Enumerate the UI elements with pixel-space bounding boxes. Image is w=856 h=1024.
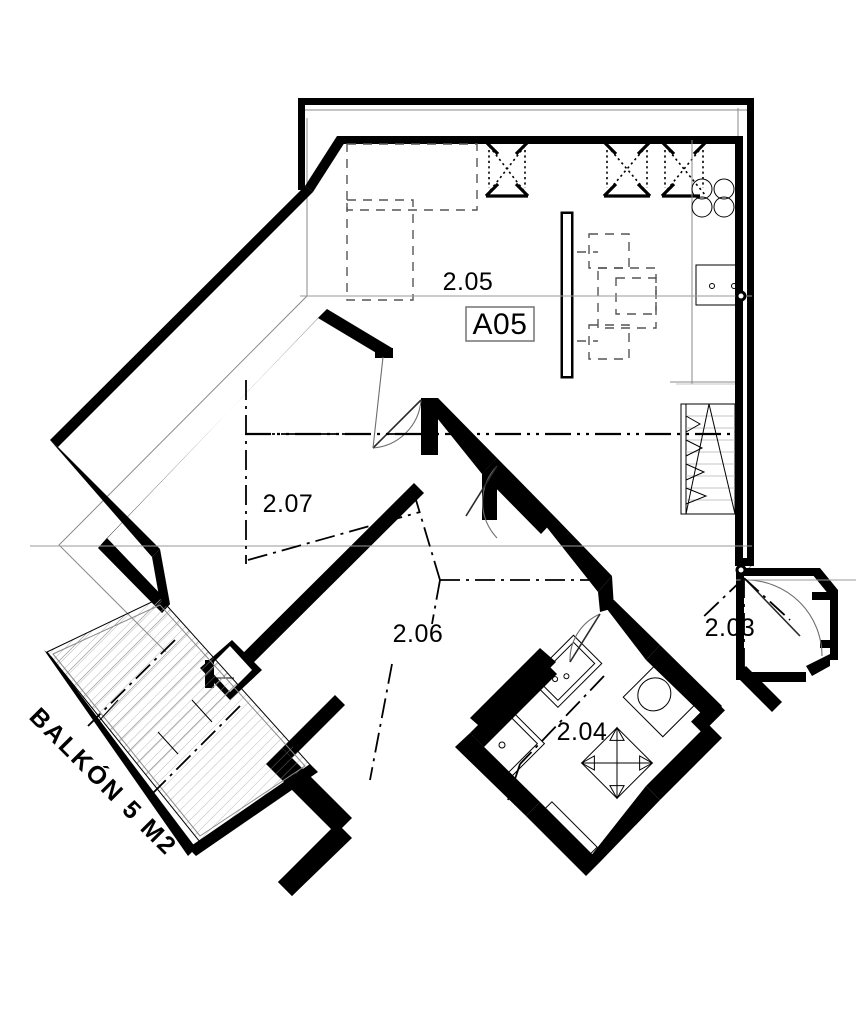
door-icon bbox=[372, 356, 422, 449]
bathroom-fixtures bbox=[458, 634, 698, 855]
room-label-207: 2.07 bbox=[263, 490, 314, 518]
room-label-206: 2.06 bbox=[393, 620, 444, 648]
radiator-icon bbox=[544, 801, 598, 855]
toilet-icon bbox=[622, 662, 698, 738]
structural-nodes bbox=[735, 290, 747, 576]
apartment-tag: A05 bbox=[465, 306, 535, 342]
washing-machine-icon bbox=[580, 726, 654, 800]
living-furniture bbox=[346, 143, 478, 301]
room-labels: 2.05 2.07 2.06 2.04 2.03 bbox=[263, 268, 756, 746]
column-node-icon bbox=[735, 290, 747, 302]
doors bbox=[372, 356, 823, 663]
stove-icon bbox=[691, 178, 735, 218]
window-icon bbox=[602, 140, 652, 198]
area-axes bbox=[87, 380, 791, 801]
room-label-204: 2.04 bbox=[557, 718, 608, 746]
door-icon bbox=[569, 613, 601, 663]
chair-icon bbox=[588, 324, 630, 360]
door-icon bbox=[465, 465, 498, 539]
washbasin-icon bbox=[528, 634, 603, 709]
sink-icon bbox=[695, 264, 739, 306]
guide-lines bbox=[30, 295, 856, 581]
entrance-door-icon[interactable] bbox=[745, 579, 823, 657]
column-node-icon bbox=[735, 564, 747, 576]
staircase-icon bbox=[676, 383, 736, 515]
exterior-walls bbox=[50, 98, 754, 613]
dining-table-icon bbox=[597, 267, 657, 329]
room-label-205: 2.05 bbox=[443, 268, 494, 296]
kitchen-group bbox=[560, 140, 739, 384]
balcony-deck bbox=[44, 597, 318, 856]
window-icon bbox=[484, 140, 530, 198]
window-icon bbox=[660, 140, 708, 198]
shower-tray-icon bbox=[458, 701, 546, 789]
window-group-north bbox=[484, 140, 708, 198]
chair-icon bbox=[588, 233, 630, 269]
room-label-203: 2.03 bbox=[705, 614, 756, 642]
apartment-code: A05 bbox=[473, 308, 528, 341]
